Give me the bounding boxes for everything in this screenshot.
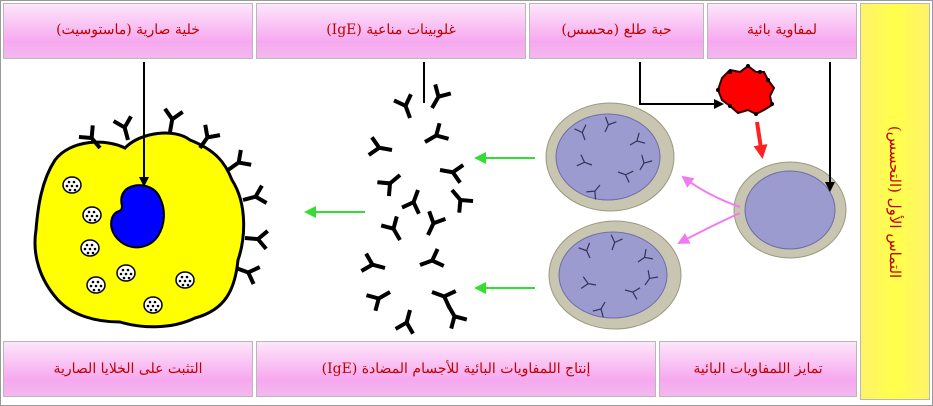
label-pollen: حبة طلع (محسس) — [529, 3, 704, 59]
differentiation-arrows — [677, 175, 741, 244]
side-panel: التماس الأول (التحسس) — [860, 3, 930, 400]
process-arrows — [304, 152, 535, 294]
antibody-cluster-top — [366, 82, 476, 216]
label-b-lymphocyte: لمفاوية بائية — [707, 3, 857, 59]
allergen-pollen — [716, 64, 776, 116]
label-differentiation: تمايز اللمفاويات البائية — [659, 341, 857, 397]
plasma-cell-top — [545, 102, 675, 212]
label-immunoglobulins: غلوبينات مناعية (IgE) — [256, 3, 526, 59]
label-fixation: التثبت على الخلايا الصارية — [3, 341, 253, 397]
label-mast-cell: خلية صارية (ماستوسيت) — [3, 3, 253, 59]
label-antibody-production: إنتاج اللمفاويات البائية للأجسام المضادة… — [256, 341, 656, 397]
plasma-cell-bottom — [548, 220, 682, 330]
b-lymphocyte — [733, 161, 847, 259]
antibody-cluster-bottom — [359, 209, 469, 336]
pointer-arrows — [139, 62, 835, 192]
red-arrow — [753, 121, 768, 159]
mast-cell — [33, 106, 270, 329]
